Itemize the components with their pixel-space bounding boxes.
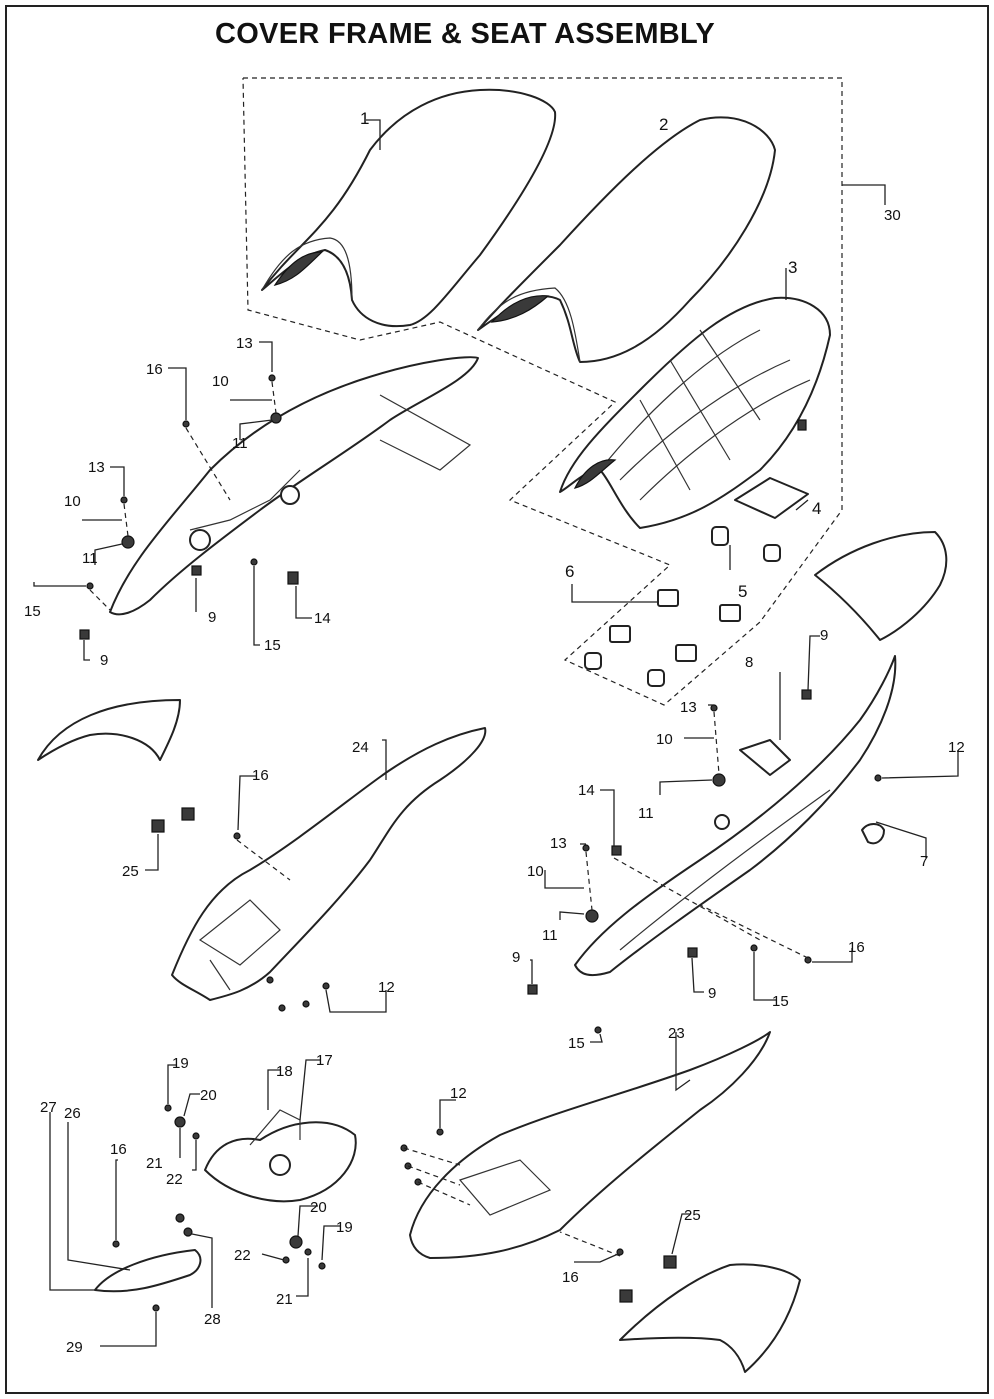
rear-center-cover xyxy=(409,1031,771,1259)
callout-22-top: 22 xyxy=(166,1171,183,1188)
callout-30: 30 xyxy=(884,207,901,224)
callout-10-left-b: 10 xyxy=(64,493,81,510)
right-rear-cover xyxy=(574,655,897,977)
callout-12-left: 12 xyxy=(378,979,395,996)
assembly-dashes xyxy=(89,381,809,1257)
callout-6: 6 xyxy=(565,562,574,581)
callout-1: 1 xyxy=(360,109,369,128)
callout-25-left: 25 xyxy=(122,863,139,880)
fasteners xyxy=(79,374,882,1312)
callout-16-bottom-mid: 16 xyxy=(562,1269,579,1286)
bracket-plate xyxy=(94,1249,202,1293)
callout-11-right-a: 11 xyxy=(638,805,654,822)
callout-17: 17 xyxy=(316,1052,333,1069)
diagram-title: COVER FRAME & SEAT ASSEMBLY xyxy=(214,18,716,50)
upper-left-frame-cover xyxy=(109,356,479,616)
front-fairing-piece xyxy=(37,699,181,761)
callout-12-bottom: 12 xyxy=(450,1085,467,1102)
callout-4: 4 xyxy=(812,499,821,518)
seat-base xyxy=(559,296,831,529)
callout-27: 27 xyxy=(40,1099,57,1116)
callout-29: 29 xyxy=(66,1339,83,1356)
callout-9-right-a: 9 xyxy=(512,949,520,966)
callout-10-right-a: 10 xyxy=(656,731,673,748)
callout-12-right: 12 xyxy=(948,739,965,756)
callout-14-right: 14 xyxy=(578,782,595,799)
callout-16-middle: 16 xyxy=(252,767,269,784)
callout-11-left-b: 11 xyxy=(82,550,98,567)
callout-14-left: 14 xyxy=(314,610,331,627)
rider-seat xyxy=(261,88,557,328)
callout-7: 7 xyxy=(920,853,928,870)
callout-13-left-b: 13 xyxy=(88,459,105,476)
rear-cowl-cap xyxy=(814,531,948,641)
callout-18: 18 xyxy=(276,1063,293,1080)
callout-9-right-b: 9 xyxy=(708,985,716,1002)
callout-21-top: 21 xyxy=(146,1155,163,1172)
callout-24: 24 xyxy=(352,739,369,756)
pillion-seat xyxy=(477,116,776,363)
clip-25a xyxy=(151,819,165,833)
under-tray xyxy=(204,1109,357,1203)
callout-13-left-a: 13 xyxy=(236,335,253,352)
callout-20-top: 20 xyxy=(200,1087,217,1104)
callout-26: 26 xyxy=(64,1105,81,1122)
callout-28: 28 xyxy=(204,1311,221,1328)
callout-15-left-b: 15 xyxy=(264,637,281,654)
callout-20-bottom: 20 xyxy=(310,1199,327,1216)
callout-9-right-top: 9 xyxy=(820,627,828,644)
callout-10-left-a: 10 xyxy=(212,373,229,390)
left-rear-cover xyxy=(171,727,487,1001)
callout-21-bottom: 21 xyxy=(276,1291,293,1308)
callout-13-right-a: 13 xyxy=(680,699,697,716)
callout-19-bottom: 19 xyxy=(336,1219,353,1236)
callout-9-left-a: 9 xyxy=(208,609,216,626)
callout-16-right: 16 xyxy=(848,939,865,956)
callout-9-left-b: 9 xyxy=(100,652,108,669)
callout-23: 23 xyxy=(668,1025,685,1042)
seat-group-boundary xyxy=(242,77,843,706)
callout-8: 8 xyxy=(745,654,753,671)
callout-25-right: 25 xyxy=(684,1207,701,1224)
callout-22-bottom: 22 xyxy=(234,1247,251,1264)
leader-lines xyxy=(33,119,959,1347)
callout-15-right-a: 15 xyxy=(772,993,789,1010)
seat-label-sheet xyxy=(734,477,809,519)
callout-16-bottom-left: 16 xyxy=(110,1141,127,1158)
callout-16-top: 16 xyxy=(146,361,163,378)
seat-dampers xyxy=(584,526,781,687)
callout-11-left-a: 11 xyxy=(232,435,248,452)
clip-25b xyxy=(181,807,195,821)
callout-10-right-b: 10 xyxy=(527,863,544,880)
callout-labels: 1 2 3 4 5 6 7 8 9 9 9 9 9 10 10 10 10 11… xyxy=(24,109,965,1356)
callout-3: 3 xyxy=(788,258,797,277)
callout-11-right-b: 11 xyxy=(542,927,558,944)
callout-15-left-a: 15 xyxy=(24,603,41,620)
rear-end-piece xyxy=(619,1263,801,1373)
callout-5: 5 xyxy=(738,582,747,601)
callout-13-right-b: 13 xyxy=(550,835,567,852)
callout-15-right-b: 15 xyxy=(568,1035,585,1052)
callout-19-top: 19 xyxy=(172,1055,189,1072)
diagram-border xyxy=(5,5,989,1394)
callout-2: 2 xyxy=(659,115,668,134)
